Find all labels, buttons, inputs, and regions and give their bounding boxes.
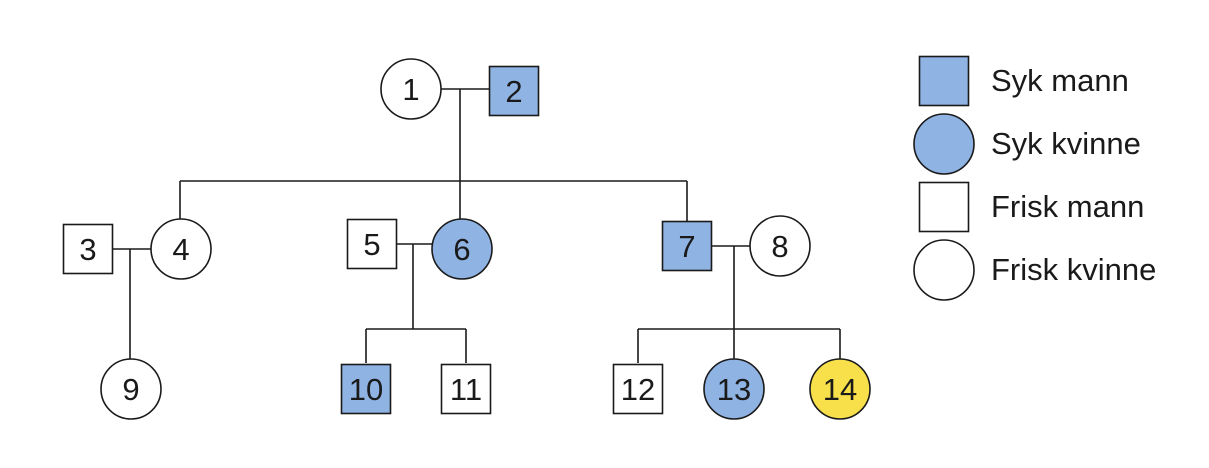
individual-5: 5 bbox=[346, 218, 398, 270]
legend-label-1: Syk mann bbox=[991, 63, 1129, 98]
individual-4: 4 bbox=[150, 218, 212, 280]
female-circle-6 bbox=[431, 218, 493, 280]
individual-label-4: 4 bbox=[172, 232, 189, 267]
individual-label-10: 10 bbox=[349, 372, 383, 407]
female-circle-8 bbox=[749, 215, 811, 277]
male-square-5 bbox=[346, 218, 398, 270]
individual-label-3: 3 bbox=[79, 232, 96, 267]
individual-7: 7 bbox=[661, 220, 713, 272]
legend-item-1: Syk mann bbox=[918, 55, 1129, 107]
individual-label-6: 6 bbox=[453, 232, 470, 267]
male-square-10 bbox=[340, 363, 392, 415]
female-circle-1 bbox=[380, 58, 442, 120]
individual-14: 14 bbox=[809, 358, 871, 420]
individual-label-8: 8 bbox=[771, 229, 788, 264]
individual-label-2: 2 bbox=[505, 74, 522, 109]
individual-9: 9 bbox=[100, 358, 162, 420]
male-square-2 bbox=[488, 65, 540, 117]
individual-13: 13 bbox=[703, 358, 765, 420]
individual-label-12: 12 bbox=[621, 372, 655, 407]
individual-10: 10 bbox=[340, 363, 392, 415]
legend-item-3: Frisk mann bbox=[918, 181, 1144, 233]
individual-12: 12 bbox=[612, 363, 664, 415]
legend-square-3 bbox=[918, 181, 970, 233]
female-circle-4 bbox=[150, 218, 212, 280]
legend-item-2: Syk kvinne bbox=[913, 113, 1141, 175]
individual-label-9: 9 bbox=[122, 372, 139, 407]
legend-circle-4 bbox=[913, 239, 975, 301]
individual-11: 11 bbox=[440, 363, 492, 415]
individual-8: 8 bbox=[749, 215, 811, 277]
individual-label-7: 7 bbox=[678, 229, 695, 264]
male-square-12 bbox=[612, 363, 664, 415]
legend-label-4: Frisk kvinne bbox=[991, 252, 1156, 287]
male-square-7 bbox=[661, 220, 713, 272]
legend-square-1 bbox=[918, 55, 970, 107]
pedigree-connectors bbox=[113, 88, 841, 363]
individual-2: 2 bbox=[488, 65, 540, 117]
individual-label-13: 13 bbox=[717, 372, 751, 407]
female-circle-13 bbox=[703, 358, 765, 420]
legend-label-3: Frisk mann bbox=[991, 189, 1144, 224]
legend-item-4: Frisk kvinne bbox=[913, 239, 1156, 301]
individual-3: 3 bbox=[62, 223, 114, 275]
legend-label-2: Syk kvinne bbox=[991, 126, 1141, 161]
individual-label-11: 11 bbox=[450, 372, 482, 407]
individual-6: 6 bbox=[431, 218, 493, 280]
female-circle-14 bbox=[809, 358, 871, 420]
female-circle-9 bbox=[100, 358, 162, 420]
individual-label-5: 5 bbox=[363, 227, 380, 262]
individual-1: 1 bbox=[380, 58, 442, 120]
legend-circle-2 bbox=[913, 113, 975, 175]
male-square-3 bbox=[62, 223, 114, 275]
male-square-11 bbox=[440, 363, 492, 415]
individual-label-14: 14 bbox=[823, 372, 857, 407]
individual-label-1: 1 bbox=[402, 72, 419, 107]
